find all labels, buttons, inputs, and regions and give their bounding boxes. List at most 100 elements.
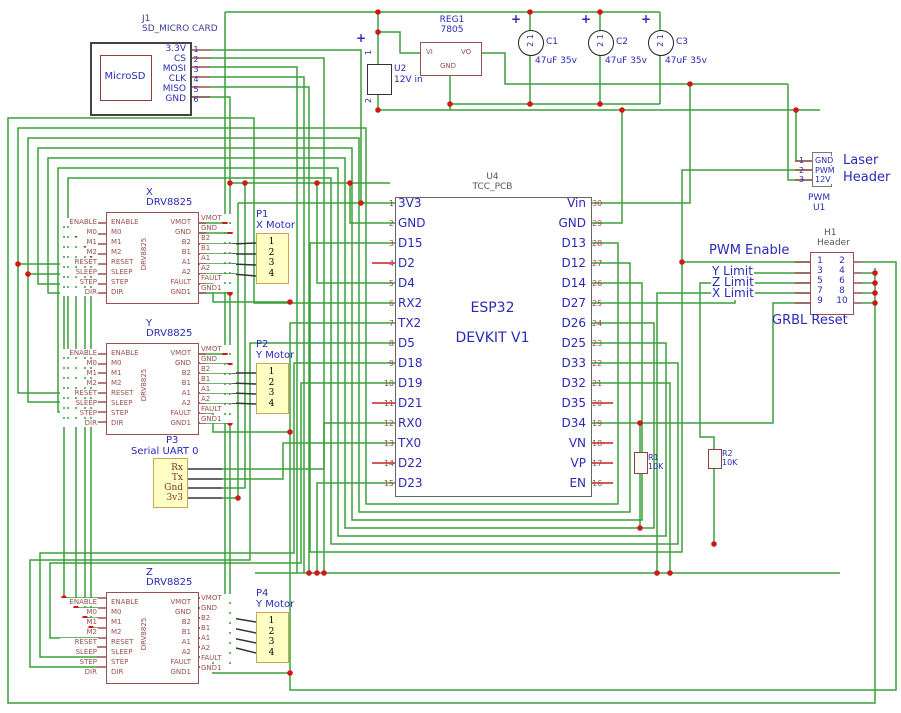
r2-symbol[interactable] (708, 449, 722, 469)
driver-ext-label: A2 (200, 644, 236, 652)
regulator-symbol[interactable] (420, 42, 482, 76)
u2-value: 12V in (394, 75, 423, 85)
p2-connector[interactable] (256, 363, 289, 414)
laser-pin-label: 12V (814, 175, 842, 184)
driver-y-symbol[interactable] (106, 343, 199, 435)
driver-ext-label: STEP (60, 278, 98, 286)
connector-pin-number: 3 (268, 637, 275, 648)
driver-y-ref: Y (146, 318, 153, 329)
esp32-pin-label: D19 (398, 376, 423, 390)
driver-y-part: DRV8825 (146, 328, 193, 339)
esp32-pin-label: D35 (561, 396, 586, 410)
p3-pin-label: Rx (171, 463, 183, 473)
sd-pin-number: 4 (193, 74, 199, 84)
driver-x-symbol[interactable] (106, 212, 199, 304)
laser-sub-pwm: PWM (808, 193, 831, 203)
driver-ext-label: GND (200, 224, 236, 232)
driver-pin-name: DIR (111, 288, 124, 296)
driver-ext-label: B2 (200, 234, 236, 242)
driver-pin-name: M1 (111, 618, 122, 626)
driver-pin-name: STEP (111, 658, 129, 666)
p3-name: Serial UART 0 (131, 446, 199, 457)
driver-ext-label: FAULT (200, 654, 236, 662)
driver-pin-name: SLEEP (111, 399, 133, 407)
p4-name: Y Motor (256, 599, 295, 610)
cap3-ref: C3 (676, 37, 689, 47)
esp32-pin-label: GND (398, 216, 426, 230)
u2-connector-symbol[interactable] (367, 64, 392, 95)
driver-ext-label: A1 (200, 254, 236, 262)
cap2-symbol[interactable] (588, 30, 614, 56)
esp32-pin-number: 18 (592, 438, 603, 448)
driver-ext-label: FAULT (200, 405, 236, 413)
p4-connector[interactable] (256, 612, 289, 663)
h1-name: Header (817, 238, 850, 248)
cap3-plus: + (641, 12, 652, 26)
esp32-pin-number: 11 (383, 398, 394, 408)
cap1-symbol[interactable] (518, 30, 544, 56)
esp32-pin-label: D13 (561, 236, 586, 250)
p1-ref: P1 (256, 209, 269, 220)
driver-pin-name: B2 (181, 369, 191, 377)
driver-ext-label: GND1 (200, 664, 236, 672)
esp32-pin-label: D2 (398, 256, 415, 270)
h1-connector[interactable] (810, 252, 854, 315)
driver-pin-name: VMOT (170, 598, 191, 606)
connector-pin-number: 1 (268, 616, 275, 626)
driver-pin-name: M2 (111, 379, 122, 387)
driver-pin-name: GND1 (170, 668, 191, 676)
esp32-pin-number: 28 (592, 238, 603, 248)
esp32-pin-label: GND (558, 216, 586, 230)
driver-pin-name: B1 (181, 248, 191, 256)
connector-pin-number: 2 (268, 626, 275, 637)
p1-connector[interactable] (256, 233, 289, 284)
driver-z-symbol[interactable] (106, 592, 199, 684)
esp32-pin-number: 27 (592, 258, 603, 268)
esp32-pin-number: 23 (592, 338, 603, 348)
connector-pin-number: 3 (268, 258, 275, 269)
r1-symbol[interactable] (634, 452, 648, 474)
h1-pin-number: 4 (839, 266, 845, 276)
driver-ext-label: RESET (60, 258, 98, 266)
esp32-pin-number: 29 (592, 218, 603, 228)
driver-pin-name: DIR (111, 419, 124, 427)
esp32-pin-number: 13 (383, 438, 394, 448)
driver-pin-name: ENABLE (111, 349, 139, 357)
driver-pin-name: VMOT (170, 218, 191, 226)
driver-pin-name: FAULT (170, 278, 191, 286)
sd-name: SD_MICRO CARD (142, 24, 218, 34)
esp32-pin-number: 2 (388, 218, 394, 228)
p3-connector[interactable] (153, 458, 188, 508)
sd-pin-label: MOSI (162, 64, 186, 74)
driver-ext-label: VMOT (200, 345, 236, 353)
cap3-symbol[interactable] (648, 30, 674, 56)
driver-pin-name: GND (174, 359, 191, 367)
r1-ref: R1 (648, 453, 659, 462)
driver-ext-label: GND (200, 355, 236, 363)
driver-ext-label: B2 (200, 614, 236, 622)
esp32-symbol[interactable] (395, 197, 592, 497)
driver-pin-name: A1 (181, 389, 191, 397)
h1-pin-number: 5 (817, 276, 823, 286)
laser-pin-number: 2 (799, 165, 805, 175)
esp32-pin-label: D22 (398, 456, 423, 470)
h1-pin-number: 10 (836, 296, 848, 306)
esp32-pin-label: VN (568, 436, 586, 450)
cap1-value: 47uF 35v (535, 56, 577, 66)
laser-pin-label: PWM (814, 165, 842, 175)
esp32-pin-label: D14 (561, 276, 586, 290)
sd-chip-label: MicroSD (104, 71, 146, 82)
driver-ext-label: M0 (60, 359, 98, 367)
driver-x-ref: X (146, 187, 153, 198)
r1-value: 10K (648, 462, 664, 471)
